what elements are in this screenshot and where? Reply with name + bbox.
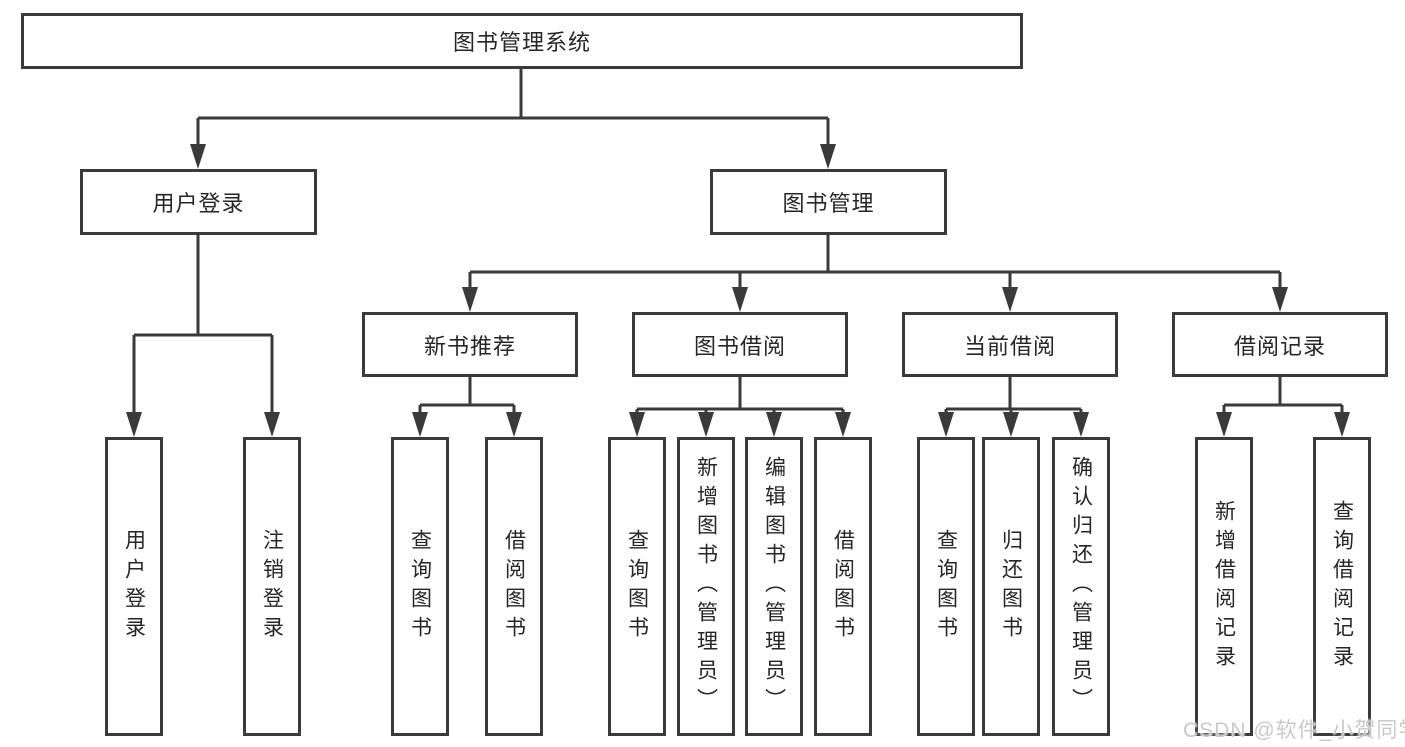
arrowhead [698, 412, 714, 437]
arrowhead [462, 287, 478, 312]
node-leaf-bb-add-book: 新增图书（管理员） [677, 437, 735, 736]
node-leaf-rec-borrow-book: 借阅图书 [485, 437, 543, 736]
arrowhead [506, 412, 522, 437]
arrowhead [629, 412, 645, 437]
connector-book-borrow-children [635, 376, 845, 415]
node-leaf-user-login: 用户登录 [105, 437, 163, 736]
arrowhead [835, 412, 851, 437]
arrowhead [1002, 287, 1018, 312]
node-leaf-cb-return-book-label: 归还图书 [999, 528, 1023, 645]
connector-root-children [196, 68, 830, 146]
node-user-login: 用户登录 [80, 169, 317, 235]
node-leaf-rec-borrow-book-label: 借阅图书 [502, 528, 526, 645]
arrowhead [1272, 287, 1288, 312]
node-user-login-label: 用户登录 [152, 191, 245, 216]
arrowhead [1216, 412, 1232, 437]
arrowhead [126, 412, 142, 437]
node-new-book-rec: 新书推荐 [362, 312, 578, 377]
node-leaf-br-add-record-label: 新增借阅记录 [1212, 499, 1236, 674]
node-leaf-rec-query-book: 查询图书 [391, 437, 449, 736]
node-leaf-br-query-record-label: 查询借阅记录 [1330, 499, 1354, 674]
connector-new-book-rec-children [418, 376, 516, 415]
node-new-book-rec-label: 新书推荐 [423, 333, 516, 359]
node-current-borrow: 当前借阅 [902, 312, 1118, 377]
arrowhead [732, 287, 748, 312]
node-leaf-cb-return-book: 归还图书 [982, 437, 1040, 736]
connector-current-borrow-children [944, 376, 1083, 415]
node-leaf-bb-borrow-book: 借阅图书 [814, 437, 872, 736]
node-book-borrow: 图书借阅 [632, 312, 848, 377]
node-leaf-cb-confirm-return: 确认归还（管理员） [1052, 437, 1110, 736]
node-leaf-user-login-label: 用户登录 [122, 528, 146, 645]
node-borrow-record: 借阅记录 [1172, 312, 1388, 377]
arrowhead [938, 412, 954, 437]
node-leaf-logout: 注销登录 [243, 437, 301, 736]
arrowheads [126, 144, 1350, 437]
node-current-borrow-label: 当前借阅 [963, 333, 1056, 359]
node-leaf-bb-add-book-label: 新增图书（管理员） [694, 456, 718, 717]
node-book-mgmt-label: 图书管理 [782, 191, 875, 216]
arrowhead [766, 412, 782, 437]
node-leaf-bb-query-book: 查询图书 [608, 437, 666, 736]
arrowhead [820, 144, 836, 169]
node-leaf-rec-query-book-label: 查询图书 [408, 528, 432, 645]
connector-book-mgmt-children [468, 235, 1282, 290]
node-leaf-br-add-record: 新增借阅记录 [1195, 437, 1253, 736]
csdn-watermark: CSDN @软件_小贺同学 [1183, 719, 1405, 742]
node-leaf-cb-query-book-label: 查询图书 [934, 528, 958, 645]
arrowhead [264, 412, 280, 437]
arrowhead [190, 144, 206, 169]
connector-borrow-record-children [1222, 376, 1344, 415]
node-leaf-cb-query-book: 查询图书 [917, 437, 975, 736]
node-root-label: 图书管理系统 [452, 30, 591, 55]
node-root: 图书管理系统 [21, 13, 1023, 69]
arrowhead [412, 412, 428, 437]
node-leaf-br-query-record: 查询借阅记录 [1313, 437, 1371, 736]
node-leaf-bb-edit-book-label: 编辑图书（管理员） [762, 456, 786, 717]
connector-user-login-children [132, 235, 274, 414]
node-leaf-bb-edit-book: 编辑图书（管理员） [745, 437, 803, 736]
arrowhead [1003, 412, 1019, 437]
node-book-mgmt: 图书管理 [710, 169, 947, 235]
arrowhead [1073, 412, 1089, 437]
node-leaf-bb-query-book-label: 查询图书 [625, 528, 649, 645]
node-borrow-record-label: 借阅记录 [1233, 333, 1326, 359]
arrowhead [1334, 412, 1350, 437]
node-leaf-logout-label: 注销登录 [260, 528, 284, 645]
node-leaf-cb-confirm-return-label: 确认归还（管理员） [1069, 456, 1093, 717]
node-book-borrow-label: 图书借阅 [693, 333, 786, 359]
node-leaf-bb-borrow-book-label: 借阅图书 [831, 528, 855, 645]
